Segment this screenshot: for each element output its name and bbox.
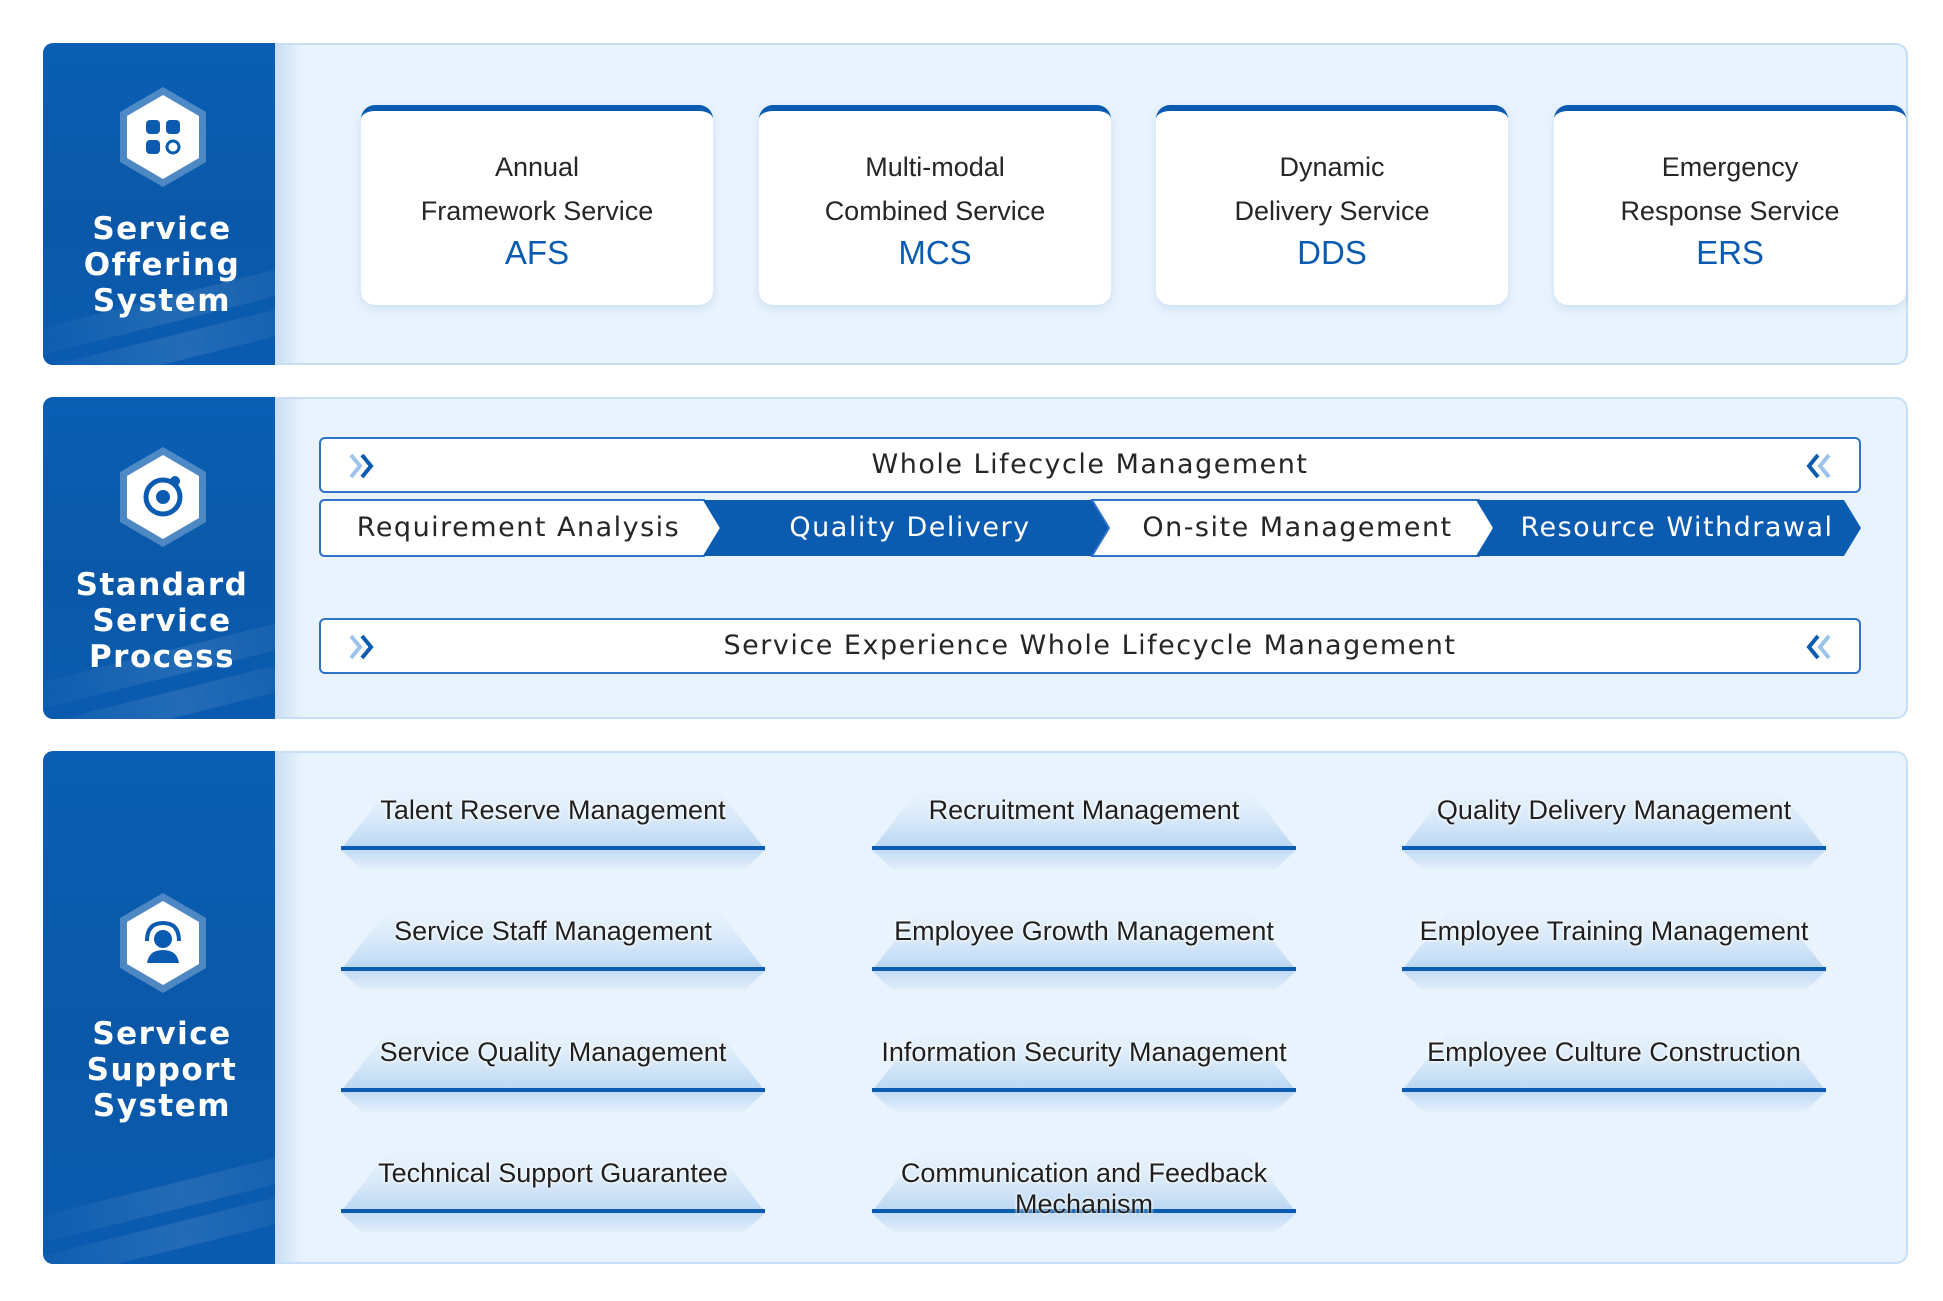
card-line2: Framework Service (420, 196, 654, 226)
service-offering-band: Service Offering System Annual Framework… (43, 43, 1908, 365)
service-card-ers: Emergency Response Service ERS (1554, 105, 1906, 305)
service-card-mcs: Multi-modal Combined Service MCS (759, 105, 1111, 305)
card-abbr: ERS (1696, 234, 1764, 271)
whole-lifecycle-bar: Whole Lifecycle Management (319, 437, 1861, 493)
card-line2: Combined Service (824, 196, 1046, 226)
chevron-right-icon (349, 453, 374, 479)
chevron-left-icon (1806, 453, 1831, 479)
card-line1: Dynamic (1279, 152, 1385, 182)
card-abbr: AFS (504, 234, 570, 271)
offering-sidebar: Service Offering System (43, 43, 281, 365)
step-requirement-analysis: Requirement Analysis (356, 512, 681, 543)
support-item-label: Quality Delivery Management (1436, 795, 1792, 825)
support-item-label: Employee Training Management (1419, 916, 1809, 946)
apps-grid-icon (120, 87, 206, 187)
card-line2: Response Service (1620, 196, 1840, 226)
support-item-label: Employee Culture Construction (1427, 1037, 1801, 1067)
support-item-label: Talent Reserve Management (380, 795, 726, 825)
service-card-afs: Annual Framework Service AFS (361, 105, 713, 305)
process-steps-graphic (319, 499, 1861, 557)
step-arrow-requirement (319, 499, 723, 557)
service-card-dds: Dynamic Delivery Service DDS (1156, 105, 1508, 305)
support-item: Talent Reserve Management (341, 783, 765, 879)
support-item-label: Service Staff Management (394, 916, 712, 946)
support-item: Communication and Feedback Mechanism (872, 1146, 1296, 1242)
whole-lifecycle-label: Whole Lifecycle Management (871, 449, 1309, 480)
support-item-label: Recruitment Management (928, 795, 1240, 825)
step-resource-withdrawal: Resource Withdrawal (1520, 512, 1834, 543)
support-item: Quality Delivery Management (1402, 783, 1826, 879)
support-item: Service Staff Management (341, 904, 765, 1000)
chevron-right-icon (349, 634, 374, 660)
support-panel: Talent Reserve Management Recruitment Man… (275, 751, 1908, 1264)
support-sidebar: Service Support System (43, 751, 281, 1264)
card-line1: Emergency (1661, 152, 1799, 182)
card-abbr: MCS (898, 234, 972, 271)
support-item-label: Employee Growth Management (894, 916, 1274, 946)
card-line1: Multi-modal (865, 152, 1005, 182)
support-item-label: Service Quality Management (379, 1037, 727, 1067)
support-item: Employee Training Management (1402, 904, 1826, 1000)
experience-lifecycle-label: Service Experience Whole Lifecycle Manag… (723, 630, 1457, 661)
card-abbr: DDS (1297, 234, 1367, 271)
card-line1: Annual (494, 152, 580, 182)
card-line2: Delivery Service (1234, 196, 1430, 226)
support-item: Technical Support Guarantee (341, 1146, 765, 1242)
step-quality-delivery: Quality Delivery (789, 512, 1031, 543)
step-onsite-management: On-site Management (1142, 512, 1453, 543)
step-arrow-quality (703, 500, 1112, 556)
support-title: Service Support System (86, 1016, 238, 1124)
process-sidebar: Standard Service Process (43, 397, 281, 719)
support-item: Recruitment Management (872, 783, 1296, 879)
experience-lifecycle-bar: Service Experience Whole Lifecycle Manag… (319, 618, 1861, 674)
support-item: Information Security Management (872, 1025, 1296, 1121)
offering-title: Service Offering System (83, 211, 241, 319)
step-arrow-withdrawal (1476, 500, 1861, 556)
target-ring-icon (120, 447, 206, 547)
process-title: Standard Service Process (75, 567, 249, 675)
support-item-label: Communication and Feedback Mechanism (900, 1158, 1268, 1219)
support-item-label: Information Security Management (881, 1037, 1287, 1067)
chevron-left-icon (1806, 634, 1831, 660)
standard-process-band: Standard Service Process Whole Lifecycle… (43, 397, 1908, 719)
support-item: Employee Culture Construction (1402, 1025, 1826, 1121)
person-headset-icon (120, 893, 206, 993)
service-support-band: Service Support System Talent Reserve Ma… (43, 751, 1908, 1264)
offering-panel: Annual Framework Service AFS Multi-modal… (275, 43, 1908, 365)
support-item: Employee Growth Management (872, 904, 1296, 1000)
support-item-label: Technical Support Guarantee (378, 1158, 728, 1188)
support-item: Service Quality Management (341, 1025, 765, 1121)
